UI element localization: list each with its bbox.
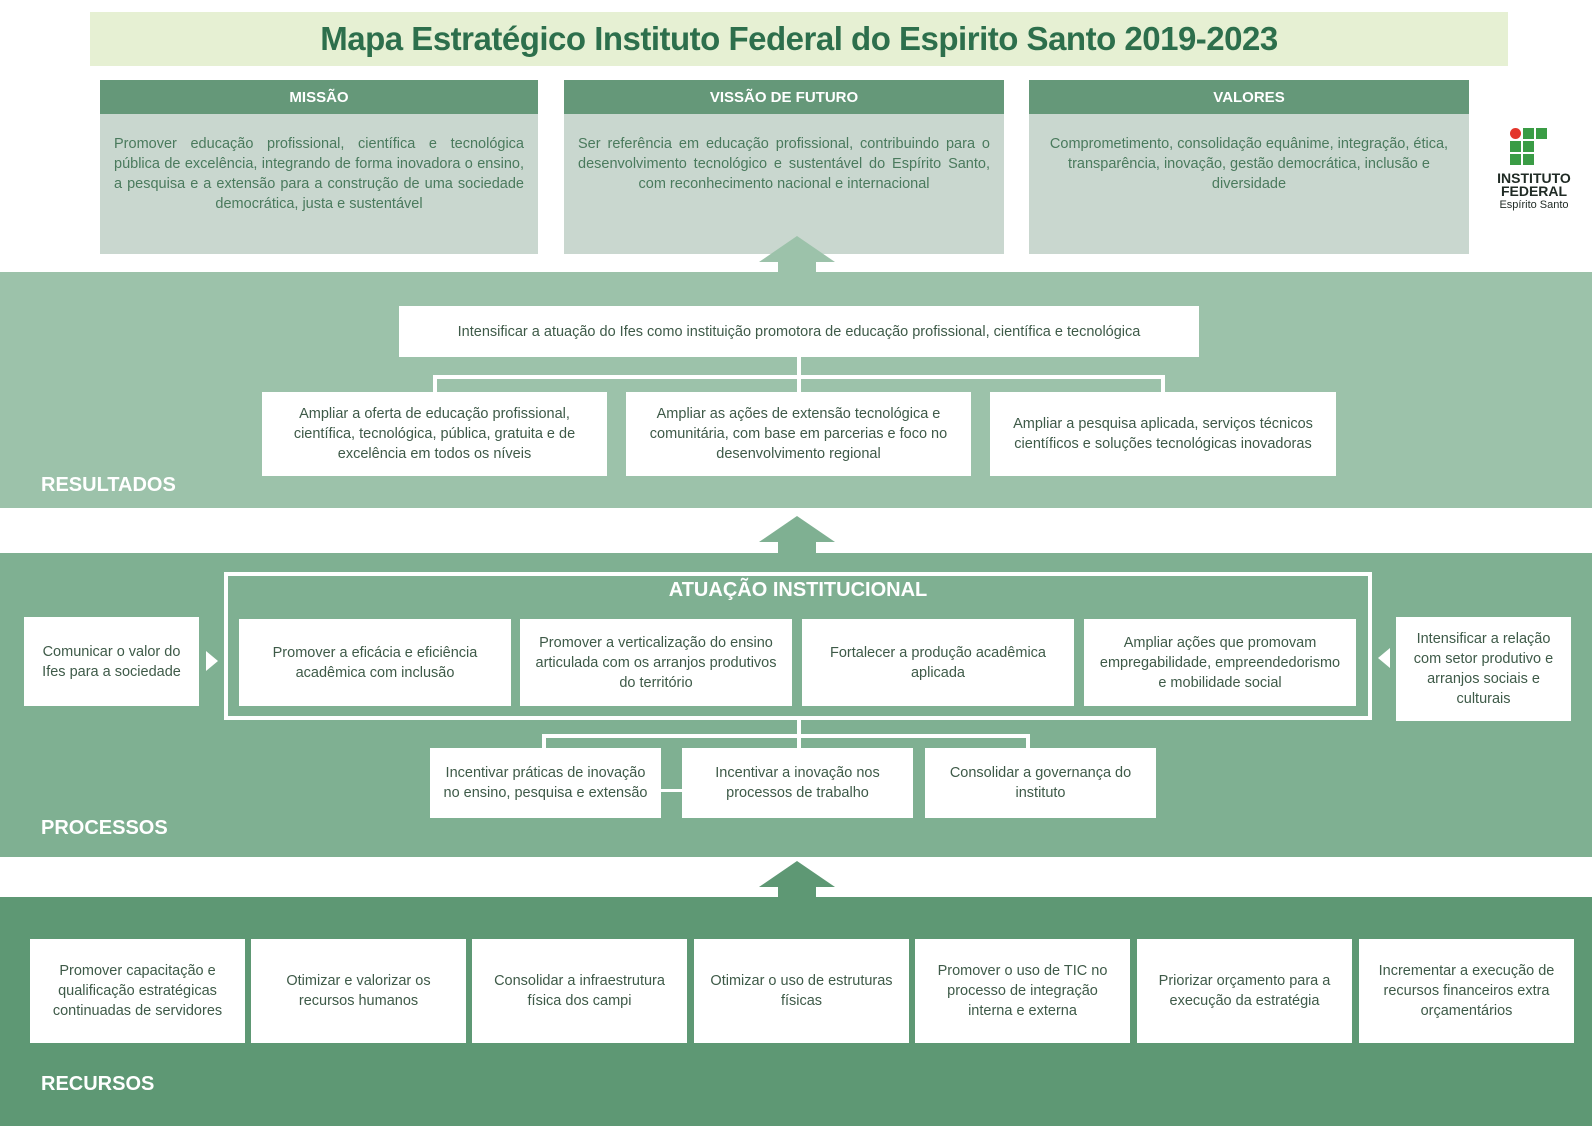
processos-label: PROCESSOS	[41, 817, 168, 839]
recurso-item: Otimizar o uso de estruturas físicas	[694, 939, 909, 1043]
processo-bottom-item: Incentivar práticas de inovação no ensin…	[430, 748, 661, 818]
connector-line	[797, 357, 801, 378]
arrow-up-icon	[759, 516, 835, 542]
processo-item: Ampliar ações que promovam empregabilida…	[1084, 619, 1356, 706]
mission-box: MISSÃO Promover educação profissional, c…	[100, 80, 538, 254]
arrow-left-icon	[1378, 648, 1390, 668]
recurso-item: Otimizar e valorizar os recursos humanos	[251, 939, 466, 1043]
resultados-label: RESULTADOS	[41, 474, 176, 496]
mission-header: MISSÃO	[100, 80, 538, 114]
recursos-band: Promover capacitação e qualificação estr…	[0, 897, 1592, 1126]
processo-right-box: Intensificar a relação com setor produti…	[1396, 617, 1571, 721]
logo-line3: Espírito Santo	[1499, 199, 1569, 211]
processo-item: Promover a eficácia e eficiência acadêmi…	[239, 619, 511, 706]
processo-bottom-item: Consolidar a governança do instituto	[925, 748, 1156, 818]
logo-line1: INSTITUTO	[1497, 170, 1571, 186]
title-bar: Mapa Estratégico Instituto Federal do Es…	[90, 12, 1508, 66]
recursos-label: RECURSOS	[41, 1073, 155, 1095]
arrow-right-icon	[206, 651, 218, 671]
arrow-up-icon	[759, 861, 835, 887]
vision-text: Ser referência em educação profissional,…	[564, 114, 1004, 254]
mission-text: Promover educação profissional, científi…	[100, 114, 538, 254]
ifes-logo: INSTITUTO FEDERAL Espírito Santo	[1478, 128, 1590, 238]
recurso-item: Consolidar a infraestrutura física dos c…	[472, 939, 687, 1043]
processo-item: Promover a verticalização do ensino arti…	[520, 619, 792, 706]
resultado-item: Ampliar a pesquisa aplicada, serviços té…	[990, 392, 1336, 476]
processos-band: ATUAÇÃO INSTITUCIONAL Promover a eficáci…	[0, 553, 1592, 857]
vision-box: VISSÃO DE FUTURO Ser referência em educa…	[564, 80, 1004, 254]
ifes-logo-icon	[1510, 128, 1550, 168]
logo-line2: FEDERAL	[1500, 183, 1568, 199]
resultados-band: Intensificar a atuação do Ifes como inst…	[0, 272, 1592, 508]
recurso-item: Promover o uso de TIC no processo de int…	[915, 939, 1130, 1043]
arrow-up-icon	[759, 236, 835, 262]
connector-line	[797, 720, 801, 736]
page-title: Mapa Estratégico Instituto Federal do Es…	[320, 20, 1278, 57]
processo-bottom-item: Incentivar a inovação nos processos de t…	[682, 748, 913, 818]
resultados-top-box: Intensificar a atuação do Ifes como inst…	[399, 306, 1199, 357]
logo-dot	[1510, 128, 1521, 139]
recurso-item: Priorizar orçamento para a execução da e…	[1137, 939, 1352, 1043]
atuacao-institucional-frame	[224, 572, 1372, 720]
processo-left-box: Comunicar o valor do Ifes para a socieda…	[24, 617, 199, 706]
resultado-item: Ampliar as ações de extensão tecnológica…	[626, 392, 971, 476]
connector-line	[542, 734, 1030, 738]
values-text: Comprometimento, consolidação equânime, …	[1029, 114, 1469, 254]
recurso-item: Incrementar a execução de recursos finan…	[1359, 939, 1574, 1043]
values-header: VALORES	[1029, 80, 1469, 114]
atuacao-institucional-title: ATUAÇÃO INSTITUCIONAL	[668, 579, 928, 601]
values-box: VALORES Comprometimento, consolidação eq…	[1029, 80, 1469, 254]
processo-item: Fortalecer a produção acadêmica aplicada	[802, 619, 1074, 706]
resultado-item: Ampliar a oferta de educação profissiona…	[262, 392, 607, 476]
recurso-item: Promover capacitação e qualificação estr…	[30, 939, 245, 1043]
vision-header: VISSÃO DE FUTURO	[564, 80, 1004, 114]
